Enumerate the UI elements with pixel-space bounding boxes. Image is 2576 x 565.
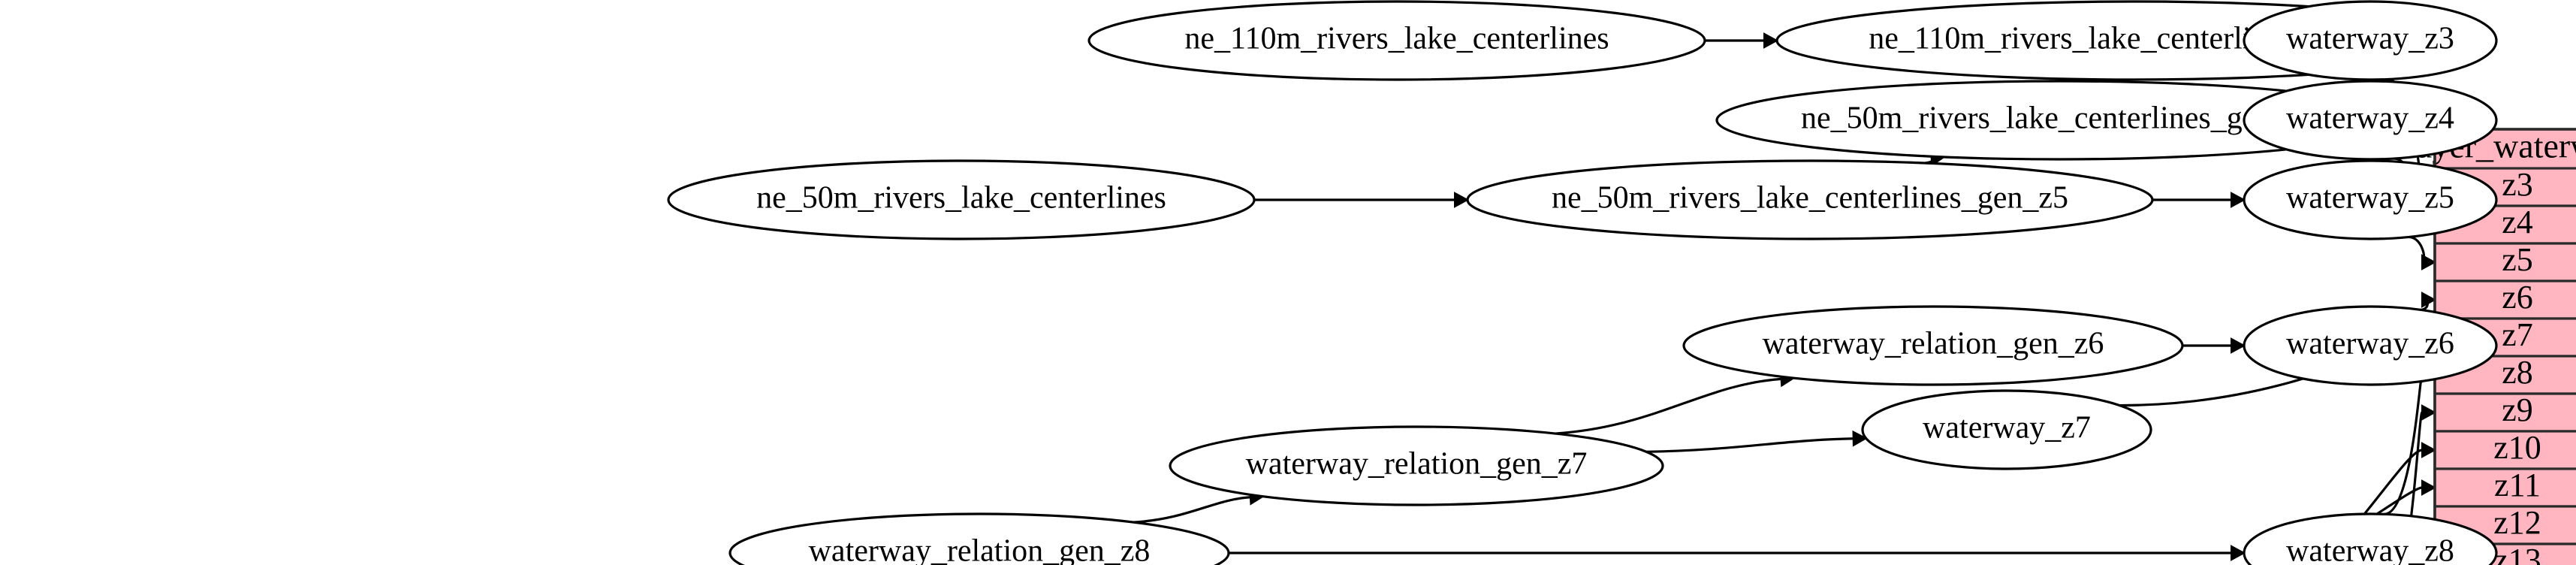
node-waterway_z7[interactable]: waterway_z7 [1861,389,2152,470]
edge-waterway_relation_gen_z8-to-waterway_relation_gen_z7 [1133,496,1250,524]
node-shape [2243,512,2498,565]
edge-arrowhead [2421,254,2437,270]
edge-arrowhead [1763,32,1779,49]
layer-table-row-label: z12 [2493,504,2541,541]
node-label: ne_50m_rivers_lake_centerlines [756,181,1166,216]
node-ne_110m_rivers_lake_centerlines[interactable]: ne_110m_rivers_lake_centerlines [1087,0,1706,81]
node-ne_50m_rivers_lake_centerlines[interactable]: ne_50m_rivers_lake_centerlines [667,159,1256,240]
layer-table-row-z5[interactable] [2433,242,2576,282]
node-label: waterway_z8 [2286,534,2454,565]
node-label: waterway_relation_gen_z8 [809,534,1151,565]
nodes-layer: imposm3osm_waterway_relationosm_waterway… [667,0,2498,565]
layer-table-row-z10[interactable] [2433,430,2576,470]
node-shape [1087,0,1706,81]
edge-waterway_relation_gen_z7-to-waterway_relation_gen_z6 [1555,377,1781,435]
node-shape [728,512,1230,565]
edge-arrowhead [2231,337,2246,354]
node-waterway_z6[interactable]: waterway_z6 [2243,305,2498,386]
node-ne_50m_rivers_lake_centerlines_gen_z5[interactable]: ne_50m_rivers_lake_centerlines_gen_z5 [1466,159,2154,240]
edge-arrowhead [2231,545,2246,561]
edge-arrowhead [1852,430,1868,447]
node-label: waterway_relation_gen_z7 [1246,447,1588,482]
edge-waterway_z11-to-row_z11 [2294,486,2423,565]
edge-waterway_z12-to-row_z12 [2333,524,2423,565]
node-waterway_relation_gen_z6[interactable]: waterway_relation_gen_z6 [1682,305,2184,386]
edge-waterway_z8-to-row_z8 [2384,373,2424,515]
node-waterway_z3[interactable]: waterway_z3 [2243,0,2498,81]
node-ne_50m_rivers_lake_centerlines_gen_z4[interactable]: ne_50m_rivers_lake_centerlines_gen_z4 [1715,80,2403,161]
node-label: waterway_z4 [2286,101,2454,136]
edge-arrowhead [2421,404,2437,421]
node-shape [667,159,1256,240]
layer-table-row-label: z4 [2502,204,2533,240]
layer-table-row-label: z10 [2493,429,2541,466]
edge-arrowhead [2231,192,2246,208]
node-label: ne_110m_rivers_lake_centerlines [1184,22,1609,56]
node-label: waterway_relation_gen_z6 [1763,327,2104,361]
node-waterway_relation_gen_z8[interactable]: waterway_relation_gen_z8 [728,512,1230,565]
node-shape [2243,0,2498,81]
node-shape [2243,305,2498,386]
node-label: ne_50m_rivers_lake_centerlines_gen_z5 [1552,181,2068,216]
edge-arrowhead [1454,192,1470,208]
node-shape [2243,159,2498,240]
layer-table-row-label: z7 [2502,316,2533,353]
layer-table-row-label: z11 [2494,467,2541,503]
edge-waterway_z10-to-row_z10 [2319,449,2423,565]
layer-table-row-label: z6 [2502,279,2533,316]
node-label: waterway_z5 [2286,181,2454,216]
node-waterway_z4[interactable]: waterway_z4 [2243,80,2498,161]
node-label: ne_50m_rivers_lake_centerlines_gen_z4 [1801,101,2318,136]
layer-table-row-label: z13 [2493,542,2541,565]
node-label: waterway_z7 [1923,411,2091,446]
node-shape [1861,389,2152,470]
node-waterway_z5[interactable]: waterway_z5 [2243,159,2498,240]
layer-table-row-label: z3 [2502,166,2533,203]
layer-table-row-z11[interactable] [2433,467,2576,508]
node-waterway_relation_gen_z7[interactable]: waterway_relation_gen_z7 [1169,425,1664,506]
edge-waterway_relation_gen_z7-to-waterway_z7 [1646,437,1854,453]
layer-table-row-label: z8 [2502,354,2533,391]
edge-arrowhead [2421,479,2437,496]
node-shape [1466,159,2154,240]
node-shape [1682,305,2184,386]
node-waterway_z8[interactable]: waterway_z8 [2243,512,2498,565]
edge-arrowhead [2421,442,2437,458]
edge-arrowhead [2421,292,2437,308]
node-shape [2243,80,2498,161]
layer-table-row-label: z9 [2502,391,2533,428]
node-shape [1169,425,1664,506]
layer-table-row-label: z5 [2502,241,2533,278]
node-label: waterway_z3 [2286,22,2454,56]
layer-table-row-z9[interactable] [2433,392,2576,433]
node-label: waterway_z6 [2286,327,2454,361]
